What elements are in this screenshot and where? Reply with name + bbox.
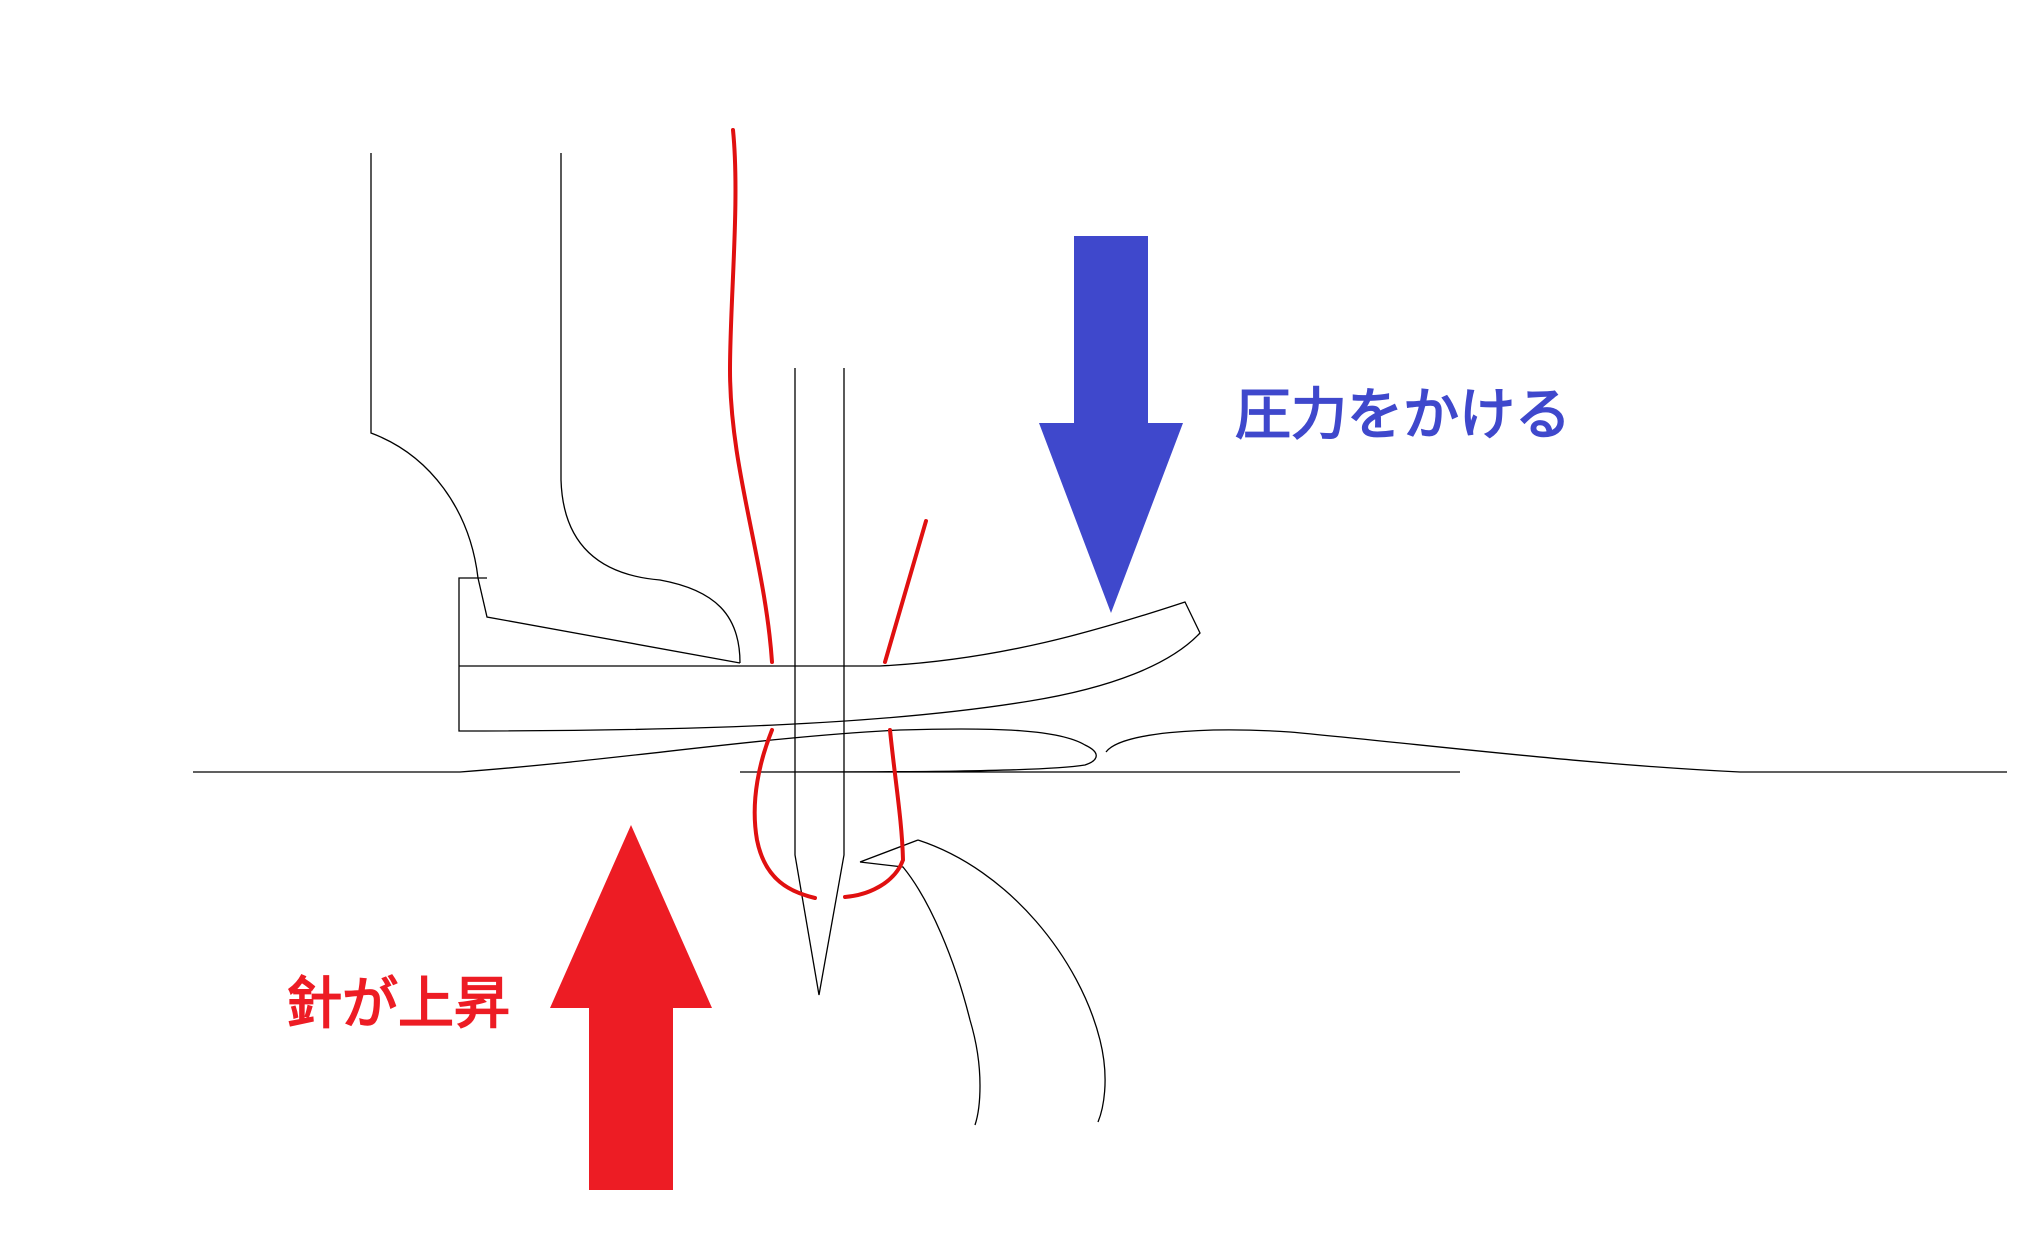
- needle: [794, 368, 845, 996]
- presser-foot-shank: [370, 153, 741, 664]
- thread-loop: [752, 728, 906, 900]
- pressure-arrow-icon: [1039, 236, 1183, 613]
- needle-up-arrow-icon: [550, 825, 712, 1190]
- upper-thread: [727, 128, 774, 664]
- thread-end: [883, 519, 928, 664]
- fabric-layers: [193, 728, 2007, 773]
- bobbin-hook: [859, 839, 1106, 1126]
- presser-foot-sole: [458, 577, 1201, 732]
- pressure-label: 圧力をかける: [1235, 383, 1571, 448]
- needle-up-label: 針が上昇: [286, 972, 510, 1037]
